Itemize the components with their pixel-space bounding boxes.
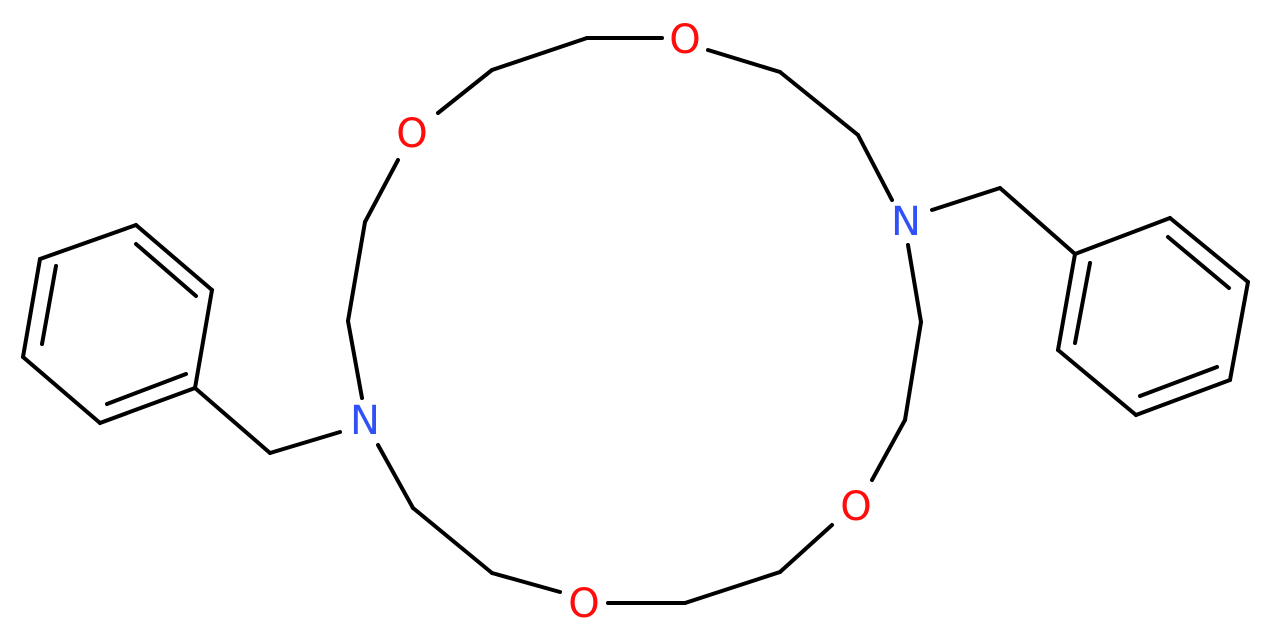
bond	[105, 372, 188, 406]
bond	[193, 288, 214, 390]
macrocycle-ring	[346, 36, 923, 605]
bond	[1134, 378, 1232, 417]
bond	[490, 36, 589, 72]
bond	[683, 570, 782, 605]
atom-O4: O	[840, 484, 871, 530]
bond	[268, 430, 342, 455]
atom-labels: O O O O N N	[350, 17, 921, 627]
bond	[411, 506, 494, 575]
bond	[98, 386, 197, 425]
bond	[1073, 216, 1172, 256]
bond	[376, 443, 415, 510]
atom-N2: N	[891, 199, 921, 245]
bond	[1166, 235, 1231, 290]
bond	[778, 70, 860, 137]
bond	[1138, 365, 1219, 398]
bond	[998, 186, 1077, 256]
bond	[1056, 348, 1138, 417]
bond	[1228, 280, 1250, 382]
bond	[870, 418, 907, 482]
bond	[40, 264, 58, 346]
bond	[38, 223, 138, 261]
bond	[1056, 252, 1077, 352]
bond	[134, 223, 214, 292]
right-benzyl-group	[930, 186, 1250, 417]
bond	[436, 68, 494, 115]
atom-O3: O	[568, 581, 599, 627]
bond	[363, 158, 400, 224]
bond	[490, 571, 562, 594]
bond	[346, 319, 364, 400]
bond	[906, 243, 923, 324]
bond	[134, 242, 198, 298]
atom-N1: N	[350, 398, 380, 444]
bond	[903, 320, 923, 422]
left-benzyl-group	[21, 223, 342, 455]
bond	[1073, 261, 1092, 345]
bond	[21, 355, 102, 425]
bond	[193, 386, 272, 455]
bond	[778, 523, 834, 574]
bond	[21, 257, 42, 359]
bond	[706, 48, 782, 74]
atom-O1: O	[669, 17, 700, 63]
bond	[1168, 216, 1250, 284]
atom-O2: O	[396, 111, 427, 157]
bond	[856, 133, 894, 202]
bond	[346, 220, 367, 323]
bond	[930, 186, 1002, 212]
